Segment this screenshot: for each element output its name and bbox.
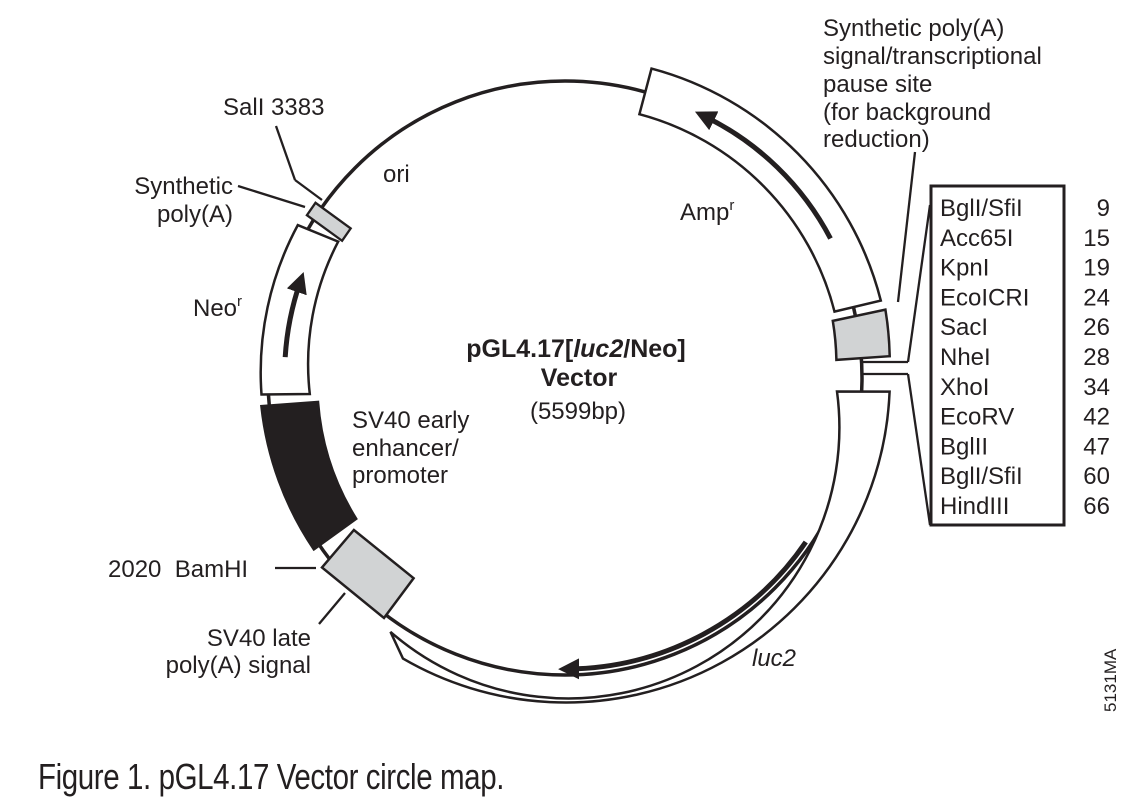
mcs-site-name: Acc65I — [940, 225, 1013, 252]
mcs-connector — [863, 204, 932, 526]
mcs-site-position: 28 — [1083, 344, 1110, 371]
synthetic-polyA-segment — [305, 201, 353, 243]
mcs-site-name: SacI — [940, 314, 988, 341]
sali-leader — [274, 125, 323, 201]
pause-site-label-line5: reduction) — [823, 126, 930, 153]
synthetic-polyA-leader — [237, 184, 306, 209]
synthetic-polyA-label: Synthetic poly(A) — [134, 173, 233, 228]
pause-site-label-line1: Synthetic poly(A) — [823, 15, 1004, 42]
neo-direction-arrow — [282, 271, 307, 358]
amp-label-sup: r — [729, 197, 734, 214]
ori-label: ori — [383, 161, 410, 188]
mcs-site-name: BglI/SfiI — [940, 463, 1023, 490]
synthetic-polyA-label-line1: Synthetic — [134, 173, 233, 200]
amp-label-text: Amp — [680, 199, 729, 226]
vector-name-prefix: pGL4.17[ — [466, 335, 574, 363]
sv40-late-label-line1: SV40 late — [207, 625, 311, 652]
sv40-late-label: SV40 late poly(A) signal — [166, 625, 311, 679]
sv40-late-polyA-box — [320, 528, 416, 620]
sv40-promoter-label-line2: enhancer/ — [352, 435, 459, 462]
mcs-site-name: XhoI — [940, 374, 989, 401]
mcs-site-position: 60 — [1083, 463, 1110, 490]
vector-size: (5599bp) — [530, 398, 626, 425]
neo-gene-segment — [259, 223, 340, 396]
sv40-promoter-label: SV40 early enhancer/ promoter — [352, 407, 469, 489]
mcs-site-position: 34 — [1083, 374, 1110, 401]
pause-site-segment — [831, 308, 891, 362]
sv40-promoter-label-line3: promoter — [352, 462, 448, 489]
amp-direction-arrow — [694, 111, 833, 240]
mcs-site-name: EcoICRI — [940, 284, 1029, 311]
luc2-label: luc2 — [752, 645, 796, 672]
mcs-site-name: KpnI — [940, 255, 989, 282]
sali-label: SalI 3383 — [223, 94, 324, 121]
vector-title-line2: Vector — [541, 364, 618, 392]
bamhi-label: 2020 BamHI — [108, 556, 248, 583]
amp-label: Ampr — [680, 197, 734, 226]
mcs-site-position: 26 — [1083, 314, 1110, 341]
pause-site-label-line2: signal/transcriptional — [823, 43, 1042, 70]
neo-label: Neor — [193, 293, 242, 322]
neo-label-text: Neo — [193, 295, 237, 322]
mcs-site-name: EcoRV — [940, 404, 1014, 431]
mcs-site-position: 47 — [1083, 433, 1110, 460]
mcs-site-position: 42 — [1083, 404, 1110, 431]
catalog-code: 5131MA — [1101, 648, 1120, 712]
vector-name-italic: luc2 — [573, 335, 623, 363]
mcs-site-position: 19 — [1083, 255, 1110, 282]
mcs-site-position: 15 — [1083, 225, 1110, 252]
vector-title: pGL4.17[luc2/Neo] — [466, 335, 686, 363]
mcs-site-name: NheI — [940, 344, 991, 371]
pause-site-label-line3: pause site — [823, 71, 932, 98]
sv40-late-label-line2: poly(A) signal — [166, 652, 311, 679]
pause-site-label: Synthetic poly(A) signal/transcriptional… — [823, 15, 1042, 153]
neo-label-sup: r — [237, 293, 242, 310]
synthetic-polyA-label-line2: poly(A) — [157, 201, 233, 228]
sv40-late-leader — [318, 592, 346, 625]
pause-site-leader — [896, 151, 917, 303]
mcs-site-position: 9 — [1097, 195, 1110, 222]
vector-name-suffix: /Neo] — [623, 335, 686, 363]
mcs-site-name: BglI/SfiI — [940, 195, 1023, 222]
mcs-table-box — [929, 184, 1066, 527]
figure-caption: Figure 1. pGL4.17 Vector circle map. — [38, 756, 505, 797]
mcs-site-name: BglII — [940, 433, 988, 460]
mcs-site-name: HindIII — [940, 493, 1009, 520]
mcs-site-position: 66 — [1083, 493, 1110, 520]
sv40-promoter-label-line1: SV40 early — [352, 407, 469, 434]
mcs-site-position: 24 — [1083, 284, 1110, 311]
luc2-gene-segment — [389, 390, 891, 704]
pause-site-label-line4: (for background — [823, 99, 991, 126]
luc2-direction-arrow — [558, 540, 808, 680]
sv40-promoter-segment — [260, 400, 358, 552]
